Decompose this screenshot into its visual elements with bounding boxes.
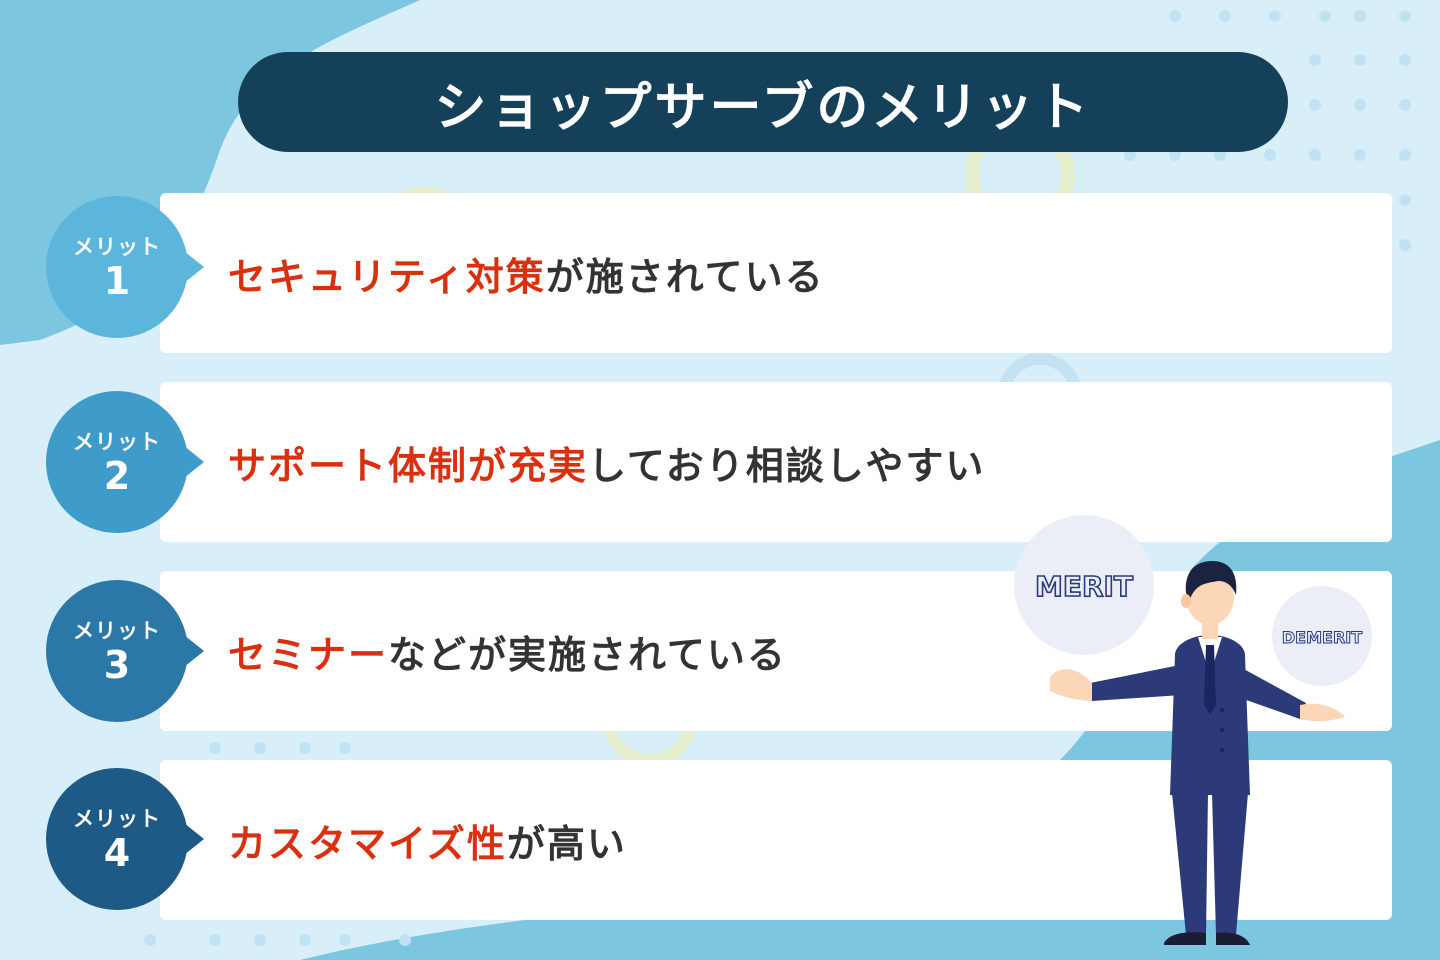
merit-card-2 xyxy=(160,382,1392,542)
merit-text-2: サポート体制が充実しており相談しやすい xyxy=(228,382,985,542)
businessman-illustration: MERIT DEMERIT xyxy=(1006,515,1372,945)
demerit-bubble-text: DEMERIT xyxy=(1282,628,1362,647)
merit-text-3: セミナーなどが実施されている xyxy=(228,571,787,731)
merit-badge-4: メリット 4 xyxy=(46,768,204,910)
badge-number: 4 xyxy=(103,831,131,876)
badge-number: 1 xyxy=(103,259,131,304)
merit-rest-2: しており相談しやすい xyxy=(588,443,986,488)
merit-rest-3: などが実施されている xyxy=(388,632,787,677)
badge-number: 2 xyxy=(103,454,131,499)
badge-number: 3 xyxy=(103,643,131,688)
merit-badge-3: メリット 3 xyxy=(46,580,204,722)
merit-highlight-1: セキュリティ対策 xyxy=(228,254,546,299)
merit-highlight-3: セミナー xyxy=(228,632,389,677)
merit-text-4: カスタマイズ性が高い xyxy=(228,760,627,920)
merit-highlight-4: カスタマイズ性 xyxy=(228,821,507,866)
merit-badge-2: メリット 2 xyxy=(46,391,204,533)
merit-badge-1: メリット 1 xyxy=(46,196,204,338)
merit-bubble xyxy=(1014,515,1154,655)
demerit-bubble xyxy=(1272,586,1372,686)
merit-highlight-2: サポート体制が充実 xyxy=(228,443,589,488)
page-title: ショップサーブのメリット xyxy=(238,52,1288,152)
badge-label: メリット xyxy=(73,807,161,832)
merit-card-1 xyxy=(160,193,1392,353)
merit-rest-4: が高い xyxy=(506,821,627,866)
badge-label: メリット xyxy=(73,235,161,260)
badge-label: メリット xyxy=(73,430,161,455)
merit-rest-1: が施されている xyxy=(545,254,825,299)
merit-bubble-text: MERIT xyxy=(1035,570,1133,603)
merit-text-1: セキュリティ対策が施されている xyxy=(228,193,825,353)
badge-label: メリット xyxy=(73,619,161,644)
